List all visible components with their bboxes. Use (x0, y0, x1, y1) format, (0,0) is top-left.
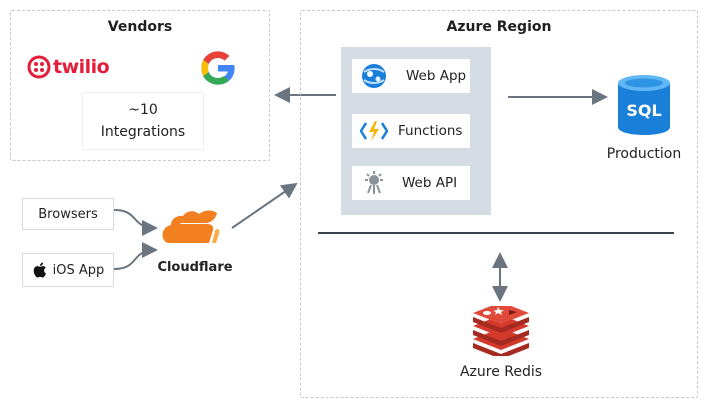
functions-card: Functions (352, 114, 470, 148)
redis-node: Azure Redis (455, 306, 547, 386)
integrations-count: ~10 (128, 102, 158, 118)
web-app-icon (362, 64, 386, 88)
vendors-group: Vendors twilio ~10 Integrations (10, 10, 270, 161)
google-icon (201, 51, 236, 85)
google-logo (197, 47, 239, 93)
twilio-logo: twilio (27, 55, 110, 79)
cloudflare-label: Cloudflare (157, 260, 233, 275)
integrations-label: Integrations (100, 124, 186, 140)
web-api-label: Web API (402, 175, 458, 191)
web-app-card: Web App (352, 59, 470, 93)
web-api-icon (365, 171, 383, 194)
functions-label: Functions (398, 123, 463, 139)
sql-database-icon: SQL (618, 75, 670, 135)
arrow-browsers-to-cloudflare (113, 209, 158, 236)
azure-region-group: Azure Region (300, 10, 698, 398)
ios-app-box: iOS App (22, 253, 114, 287)
integrations-box: ~10 Integrations (83, 93, 203, 149)
twilio-icon (27, 55, 51, 79)
functions-icon (360, 121, 388, 141)
sql-node: SQL Production (600, 74, 688, 170)
twilio-wordmark: twilio (53, 56, 110, 78)
arrow-ios-to-cloudflare (113, 242, 158, 270)
redis-label: Azure Redis (459, 364, 543, 380)
web-app-label: Web App (406, 68, 467, 84)
arrow-cloudflare-to-azure (231, 182, 298, 229)
sql-production-label: Production (606, 146, 682, 162)
web-api-card: Web API (352, 166, 470, 200)
cloudflare-node: Cloudflare (155, 210, 235, 282)
apple-icon (33, 262, 46, 278)
browsers-box: Browsers (22, 198, 114, 230)
browsers-label: Browsers (38, 206, 98, 222)
redis-icon (473, 306, 529, 356)
vendors-title: Vendors (107, 19, 173, 35)
ios-app-label: iOS App (52, 262, 105, 278)
sql-icon-text: SQL (626, 101, 661, 120)
cloudflare-icon (162, 210, 220, 243)
azure-region-title: Azure Region (446, 19, 552, 35)
